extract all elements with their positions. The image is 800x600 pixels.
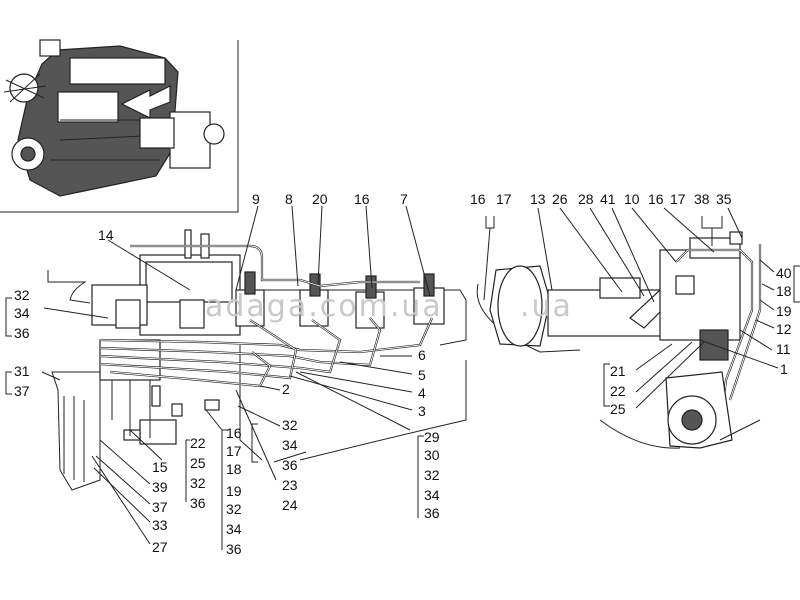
- callout-label: 31: [14, 363, 30, 379]
- callout-label: 22: [610, 383, 626, 399]
- callout-label: 16: [354, 191, 370, 207]
- callout-label: 4: [418, 385, 426, 401]
- callout-label: 32: [424, 467, 440, 483]
- callout-label: 7: [400, 191, 408, 207]
- callout-label: 37: [152, 499, 168, 515]
- callout-label: 39: [152, 479, 168, 495]
- callout-label: 10: [624, 191, 640, 207]
- callout-label: 32: [282, 417, 298, 433]
- fuel-pump-drawing: [476, 231, 762, 449]
- callout-label: 9: [252, 191, 260, 207]
- callout-label: 17: [496, 191, 512, 207]
- callout-label: 27: [152, 539, 168, 555]
- callout-label: 35: [716, 191, 732, 207]
- callout-label: 34: [424, 487, 440, 503]
- callout-label: 23: [282, 477, 298, 493]
- callout-label: 18: [776, 283, 792, 299]
- callout-label: 25: [610, 401, 626, 417]
- callout-label: 28: [578, 191, 594, 207]
- callout-label: 17: [226, 443, 242, 459]
- callout-label: 1: [780, 361, 788, 377]
- callout-label: 17: [670, 191, 686, 207]
- callout-label: 19: [776, 303, 792, 319]
- callout-label: 19: [226, 483, 242, 499]
- callout-label: 22: [190, 435, 206, 451]
- callout-label: 29: [424, 429, 440, 445]
- callout-label: 36: [424, 505, 440, 521]
- engine-overview-illustration: [3, 39, 225, 197]
- callout-label: 25: [190, 455, 206, 471]
- callout-label: 3: [418, 403, 426, 419]
- callout-label: 26: [552, 191, 568, 207]
- arrow-pointer: [120, 85, 171, 119]
- callout-label: 8: [285, 191, 293, 207]
- callout-label: 40: [776, 265, 792, 281]
- callout-label: 32: [226, 501, 242, 517]
- callout-label: 16: [470, 191, 486, 207]
- callout-label: 12: [776, 321, 792, 337]
- callout-label: 6: [418, 347, 426, 363]
- callout-label: 20: [312, 191, 328, 207]
- callout-label: 36: [14, 325, 30, 341]
- callout-label: 24: [282, 497, 298, 513]
- callout-label: 36: [190, 495, 206, 511]
- callout-label: 33: [152, 517, 168, 533]
- callout-label: 37: [14, 383, 30, 399]
- callout-labels: 9 8 20 16 7 14 32 34 36 31 37 6 5 4 3 2 …: [14, 191, 792, 557]
- callout-label: 13: [530, 191, 546, 207]
- callout-label: 18: [226, 461, 242, 477]
- callout-label: 34: [14, 305, 30, 321]
- callout-label: 41: [600, 191, 616, 207]
- engine-overview-inset: [0, 39, 239, 213]
- callout-label: 5: [418, 367, 426, 383]
- callout-label: 36: [226, 541, 242, 557]
- watermark-text: adaga.com.ua: [205, 289, 443, 324]
- watermark-text-right: .ua: [520, 289, 573, 324]
- leader-lines: [5, 205, 800, 550]
- callout-label: 21: [610, 363, 626, 379]
- callout-label: 30: [424, 447, 440, 463]
- high-pressure-pipes: [99, 317, 434, 388]
- callout-label: 16: [226, 425, 242, 441]
- callout-label: 14: [98, 227, 114, 243]
- callout-label: 34: [282, 437, 298, 453]
- callout-label: 32: [14, 287, 30, 303]
- callout-label: 11: [776, 341, 791, 357]
- callout-label: 2: [282, 381, 290, 397]
- callout-label: 32: [190, 475, 206, 491]
- callout-label: 34: [226, 521, 242, 537]
- callout-label: 36: [282, 457, 298, 473]
- callout-label: 15: [152, 459, 168, 475]
- callout-label: 38: [694, 191, 710, 207]
- fuel-system-main-drawing: [47, 229, 467, 491]
- callout-label: 16: [648, 191, 664, 207]
